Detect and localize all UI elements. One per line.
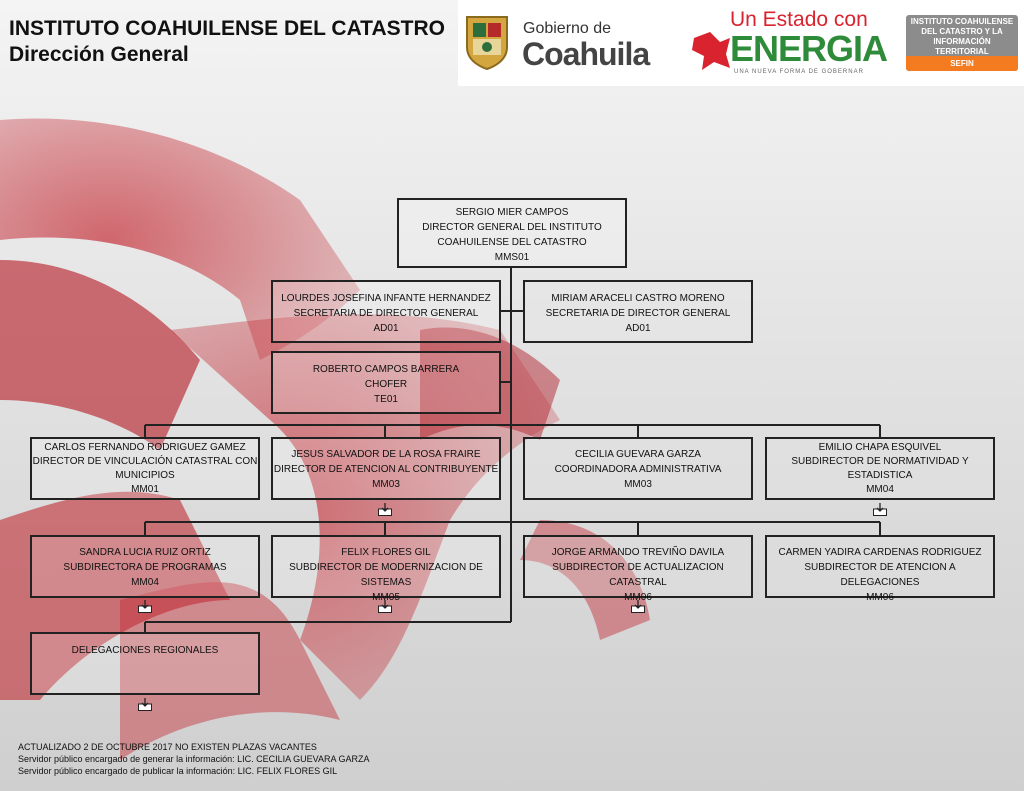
expand-subdirector-actualizacion-icon[interactable] bbox=[631, 600, 645, 613]
director-role-1: DIRECTOR GENERAL DEL INSTITUTO bbox=[422, 222, 602, 233]
subdirectora-programas-code: MM04 bbox=[131, 577, 159, 588]
coordinadora-administrativa-box: CECILIA GUEVARA GARZA COORDINADORA ADMIN… bbox=[523, 437, 753, 500]
subdirector-sistemas-role: SUBDIRECTOR DE MODERNIZACION DE SISTEMAS bbox=[289, 562, 483, 588]
gobierno-label-big: Coahuila bbox=[522, 36, 650, 72]
director-atencion-code: MM03 bbox=[372, 479, 400, 490]
coordinadora-code: MM03 bbox=[624, 479, 652, 490]
subdirector-normatividad-name: EMILIO CHAPA ESQUIVEL bbox=[818, 442, 942, 453]
logo-strip: Gobierno de Coahuila Un Estado con ENERG… bbox=[458, 0, 1024, 86]
subdirector-delegaciones-box: CARMEN YADIRA CARDENAS RODRIGUEZ SUBDIRE… bbox=[765, 535, 995, 603]
secretary-2-code: AD01 bbox=[625, 323, 651, 334]
subdirector-normatividad-code: MM04 bbox=[866, 484, 894, 495]
subdirectora-programas-role: SUBDIRECTORA DE PROGRAMAS bbox=[63, 562, 227, 573]
secretary-2-box: MIRIAM ARACELI CASTRO MORENO SECRETARIA … bbox=[523, 280, 753, 343]
delegaciones-regionales-box: DELEGACIONES REGIONALES bbox=[30, 632, 260, 695]
energia-big-label: ENERGIA bbox=[730, 28, 888, 69]
subdirector-delegaciones-code: MM06 bbox=[866, 592, 894, 603]
page-subtitle: Dirección General bbox=[9, 43, 189, 66]
secretary-1-role: SECRETARIA DE DIRECTOR GENERAL bbox=[293, 308, 479, 319]
subdirector-sistemas-code: MM05 bbox=[372, 592, 400, 603]
expand-subdirector-sistemas-icon[interactable] bbox=[378, 600, 392, 613]
chofer-name: ROBERTO CAMPOS BARRERA bbox=[312, 364, 460, 375]
footer-publisher-note: Servidor público encargado de publicar l… bbox=[18, 766, 338, 776]
director-atencion-box: JESUS SALVADOR DE LA ROSA FRAIRE DIRECTO… bbox=[271, 437, 501, 500]
director-atencion-role: DIRECTOR DE ATENCION AL CONTRIBUYENTE bbox=[273, 464, 499, 475]
secretary-2-role: SECRETARIA DE DIRECTOR GENERAL bbox=[545, 308, 731, 319]
ict-badge: INSTITUTO COAHUILENSE DEL CATASTRO Y LA … bbox=[906, 15, 1018, 71]
subdirector-actualizacion-name: JORGE ARMANDO TREVIÑO DAVILA bbox=[551, 547, 725, 558]
sefin-tag: SEFIN bbox=[906, 56, 1018, 71]
subdirector-normatividad-role-2: ESTADISTICA bbox=[847, 470, 913, 481]
ict-line-2: DEL CATASTRO Y LA bbox=[921, 27, 1003, 36]
director-role-2: COAHUILENSE DEL CATASTRO bbox=[437, 237, 587, 248]
chofer-role: CHOFER bbox=[364, 379, 408, 390]
subdirectora-programas-box: SANDRA LUCIA RUIZ ORTIZ SUBDIRECTORA DE … bbox=[30, 535, 260, 598]
subdirector-delegaciones-name: CARMEN YADIRA CARDENAS RODRIGUEZ bbox=[778, 547, 982, 558]
secretary-1-code: AD01 bbox=[373, 323, 399, 334]
expand-subdirectora-programas-icon[interactable] bbox=[138, 600, 152, 613]
chofer-box: ROBERTO CAMPOS BARRERA CHOFER TE01 bbox=[271, 351, 501, 414]
energia-tagline: UNA NUEVA FORMA DE GOBERNAR bbox=[734, 69, 864, 75]
secretary-1-name: LOURDES JOSEFINA INFANTE HERNANDEZ bbox=[281, 293, 491, 304]
ict-line-1: INSTITUTO COAHUILENSE bbox=[910, 17, 1014, 26]
director-general-box: SERGIO MIER CAMPOS DIRECTOR GENERAL DEL … bbox=[397, 198, 627, 268]
delegaciones-regionales-label: DELEGACIONES REGIONALES bbox=[71, 645, 219, 656]
director-vinculacion-role-1: DIRECTOR DE VINCULACIÓN CATASTRAL CON bbox=[32, 456, 258, 467]
coat-of-arms-icon bbox=[463, 13, 511, 71]
page-title: INSTITUTO COAHUILENSE DEL CATASTRO bbox=[9, 17, 445, 40]
director-vinculacion-name: CARLOS FERNANDO RODRIGUEZ GAMEZ bbox=[44, 442, 246, 453]
header-title-block: INSTITUTO COAHUILENSE DEL CATASTRO Direc… bbox=[9, 16, 445, 68]
coordinadora-name: CECILIA GUEVARA GARZA bbox=[575, 449, 701, 460]
subdirector-sistemas-box: FELIX FLORES GIL SUBDIRECTOR DE MODERNIZ… bbox=[271, 535, 501, 603]
secretary-1-box: LOURDES JOSEFINA INFANTE HERNANDEZ SECRE… bbox=[271, 280, 501, 343]
energia-star-icon bbox=[690, 28, 732, 72]
expand-delegaciones-regionales-icon[interactable] bbox=[138, 698, 152, 711]
director-code: MMS01 bbox=[494, 252, 530, 263]
subdirector-normatividad-box: EMILIO CHAPA ESQUIVEL SUBDIRECTOR DE NOR… bbox=[765, 437, 995, 500]
footer-updated-note: ACTUALIZADO 2 DE OCTUBRE 2017 NO EXISTEN… bbox=[18, 742, 317, 752]
ict-line-3: INFORMACIÓN TERRITORIAL bbox=[933, 37, 991, 56]
footer-generator-note: Servidor público encargado de generar la… bbox=[18, 754, 370, 764]
director-vinculacion-role-2: MUNICIPIOS bbox=[115, 470, 175, 481]
chofer-code: TE01 bbox=[374, 394, 398, 405]
subdirector-actualizacion-box: JORGE ARMANDO TREVIÑO DAVILA SUBDIRECTOR… bbox=[523, 535, 753, 603]
subdirector-actualizacion-code: MM06 bbox=[624, 592, 652, 603]
subdirectora-programas-name: SANDRA LUCIA RUIZ ORTIZ bbox=[79, 547, 211, 558]
subdirector-sistemas-name: FELIX FLORES GIL bbox=[341, 547, 431, 558]
secretary-2-name: MIRIAM ARACELI CASTRO MORENO bbox=[551, 293, 725, 304]
director-name: SERGIO MIER CAMPOS bbox=[455, 207, 569, 218]
director-vinculacion-code: MM01 bbox=[131, 484, 159, 495]
subdirector-actualizacion-role: SUBDIRECTOR DE ACTUALIZACION CATASTRAL bbox=[552, 562, 724, 588]
expand-director-atencion-icon[interactable] bbox=[378, 503, 392, 516]
subdirector-delegaciones-role: SUBDIRECTOR DE ATENCION A DELEGACIONES bbox=[804, 562, 956, 588]
energia-top-label: Un Estado con bbox=[730, 8, 868, 31]
coordinadora-role: COORDINADORA ADMINISTRATIVA bbox=[554, 464, 722, 475]
gobierno-label-small: Gobierno de bbox=[523, 20, 612, 37]
director-vinculacion-box: CARLOS FERNANDO RODRIGUEZ GAMEZ DIRECTOR… bbox=[30, 437, 260, 500]
expand-subdirector-normatividad-icon[interactable] bbox=[873, 503, 887, 516]
subdirector-normatividad-role-1: SUBDIRECTOR DE NORMATIVIDAD Y bbox=[791, 456, 969, 467]
director-atencion-name: JESUS SALVADOR DE LA ROSA FRAIRE bbox=[291, 449, 481, 460]
